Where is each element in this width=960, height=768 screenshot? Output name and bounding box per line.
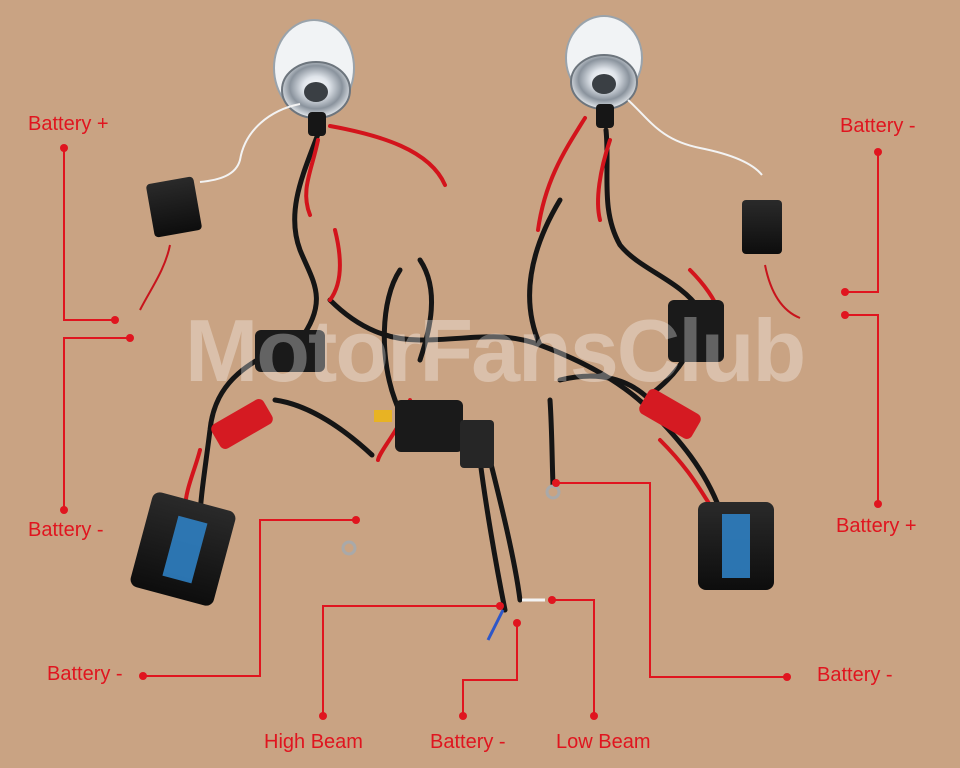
callout-dots xyxy=(60,144,882,720)
projector-lens-left xyxy=(273,19,355,136)
label-battery-negative-bottom-center: Battery - xyxy=(430,731,506,753)
relay-capacitor-right xyxy=(668,300,724,362)
label-high-beam: High Beam xyxy=(264,731,363,753)
igniter-box-right xyxy=(742,200,782,254)
projector-lens-right xyxy=(565,15,643,128)
ring-terminal-left xyxy=(341,540,357,556)
igniter-box-left xyxy=(146,176,202,238)
label-battery-positive-right: Battery + xyxy=(836,515,917,537)
label-low-beam: Low Beam xyxy=(556,731,651,753)
red-connector-left xyxy=(211,399,273,449)
ballast-right xyxy=(698,502,774,590)
high-beam-wire-tip xyxy=(486,609,505,641)
inline-fuse xyxy=(374,410,392,422)
label-battery-negative-top-right: Battery - xyxy=(840,115,916,137)
red-connector-right xyxy=(639,389,701,439)
label-battery-negative-bottom-left: Battery - xyxy=(47,663,123,685)
relay-capacitor-left xyxy=(255,330,325,372)
relay-harness-box xyxy=(395,400,463,452)
thin-red-wires xyxy=(139,244,801,319)
ballast-left xyxy=(130,492,236,606)
label-battery-negative-left: Battery - xyxy=(28,519,104,541)
callout-lines xyxy=(63,148,879,716)
watermark: MotorFansClub xyxy=(185,301,806,400)
label-battery-negative-bottom-right: Battery - xyxy=(817,664,893,686)
ring-terminal-right xyxy=(545,484,561,500)
label-battery-positive-top-left: Battery + xyxy=(28,113,109,135)
harness-connector xyxy=(460,420,494,468)
igniter-wires xyxy=(199,99,763,183)
